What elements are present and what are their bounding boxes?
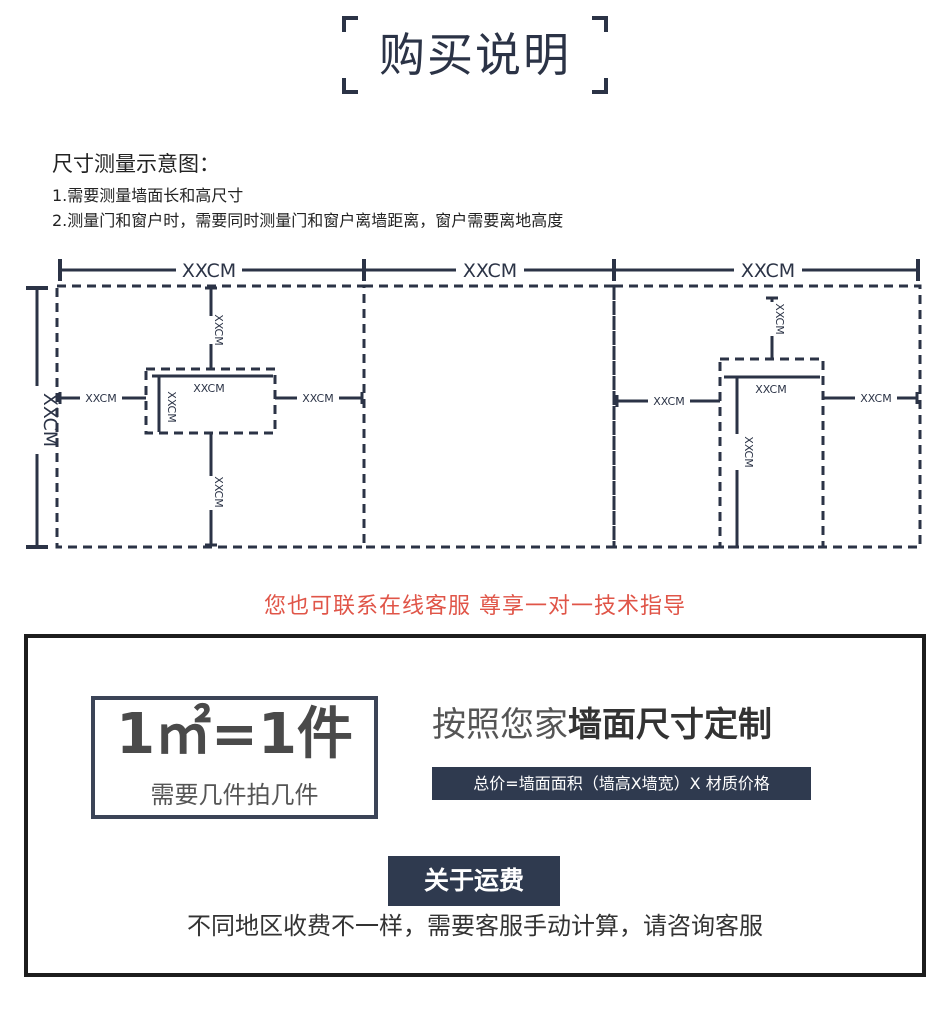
shipping-badge: 关于运费 xyxy=(388,856,560,906)
window-bottom-label: XXCM xyxy=(212,476,225,507)
page-header: 购买说明 xyxy=(340,14,610,96)
door-left-label: XXCM xyxy=(653,395,684,408)
window-right-label: XXCM xyxy=(302,392,333,405)
height-label: XXCM xyxy=(39,393,61,447)
custom-size-prefix: 按照您家 xyxy=(432,705,568,745)
width-label-1: XXCM xyxy=(182,260,236,282)
width-label-2: XXCM xyxy=(463,260,517,282)
page-title: 购买说明 xyxy=(379,28,571,82)
window-height-label: XXCM xyxy=(165,391,178,422)
door-top-label: XXCM xyxy=(773,303,786,334)
door-shape xyxy=(718,357,825,549)
window-width-label: XXCM xyxy=(193,382,224,395)
window-shape xyxy=(144,367,277,435)
measurement-diagram: XXCM XXCM XXCM XXCM XXCM XXCM XXCM XXCM … xyxy=(26,258,922,549)
wall-panel-2 xyxy=(362,284,616,549)
door-width-label: XXCM xyxy=(755,383,786,396)
quantity-formula: 1㎡=1件 xyxy=(116,702,353,767)
door-height-label: XXCM xyxy=(742,436,755,467)
custom-size-emphasis: 墙面尺寸定制 xyxy=(568,705,772,745)
width-label-3: XXCM xyxy=(741,260,795,282)
quantity-rule-box xyxy=(91,696,378,819)
shipping-note: 不同地区收费不一样，需要客服手动计算，请咨询客服 xyxy=(187,912,763,940)
window-left-label: XXCM xyxy=(85,392,116,405)
instruction-line-2: 2.测量门和窗户时，需要同时测量门和窗户离墙距离，窗户需要离地高度 xyxy=(52,211,564,230)
price-formula-bar: 总价=墙面面积（墙高X墙宽）X 材质价格 xyxy=(432,767,811,800)
window-top-label: XXCM xyxy=(212,314,225,345)
instruction-line-1: 1.需要测量墙面长和高尺寸 xyxy=(52,186,244,205)
door-right-label: XXCM xyxy=(860,392,891,405)
custom-size-line: 按照您家墙面尺寸定制 xyxy=(432,702,772,748)
instructions-title: 尺寸测量示意图： xyxy=(52,152,220,176)
header-corner-brackets xyxy=(342,16,608,94)
contact-service-text: 您也可联系在线客服 尊享一对一技术指导 xyxy=(264,594,686,619)
quantity-note: 需要几件拍几件 xyxy=(150,781,319,809)
pricing-info-frame xyxy=(24,634,926,977)
